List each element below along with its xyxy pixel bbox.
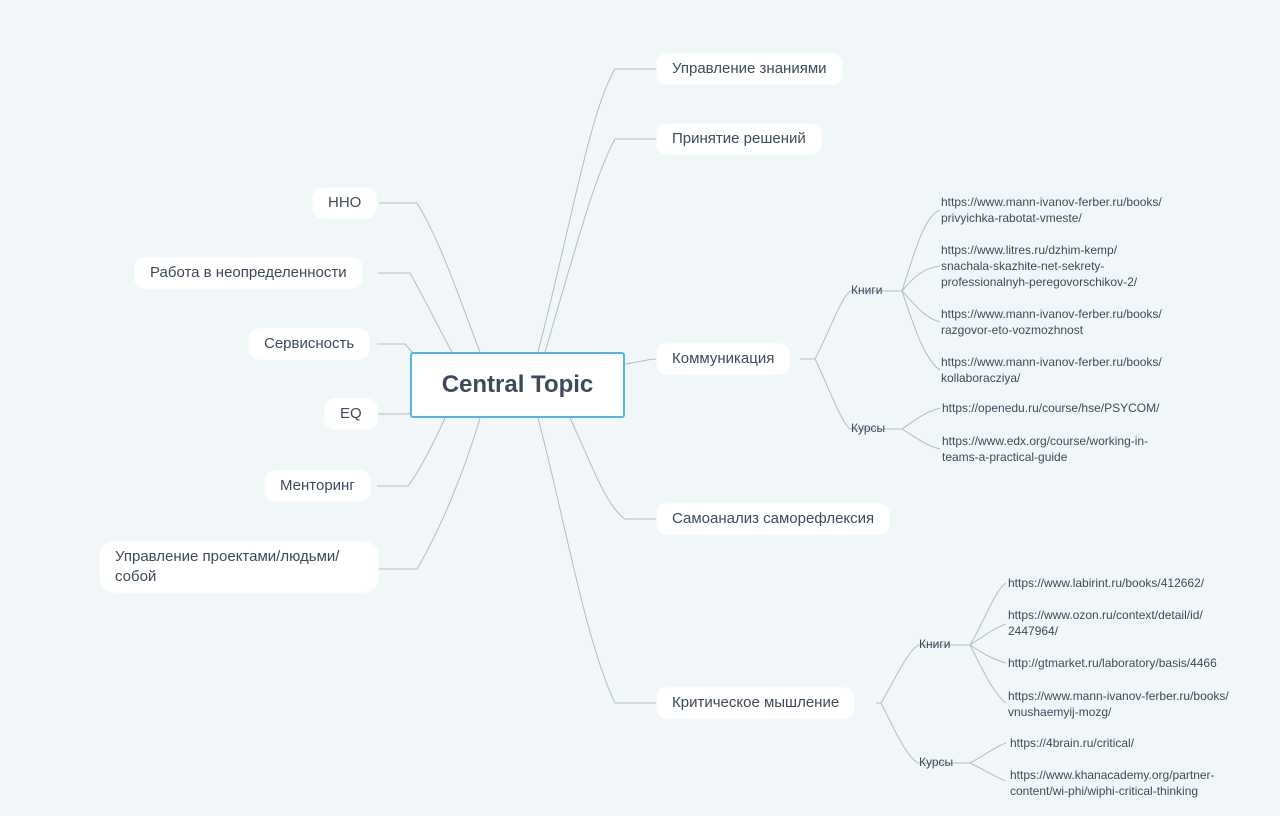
node-self-analysis[interactable]: Самоанализ саморефлексия (657, 504, 890, 534)
comm-course-link-1[interactable]: https://openedu.ru/course/hse/PSYCOM/ (942, 401, 1160, 415)
connector-nno (379, 202, 481, 353)
node-project-management[interactable]: Управление проектами/людьми/ собой (100, 542, 378, 592)
node-nno[interactable]: ННО (313, 188, 377, 218)
comm-courses-label: Курсы (851, 421, 886, 435)
crit-course-link-2[interactable]: https://www.khanacademy.org/partner- con… (1010, 768, 1215, 798)
node-mentoring[interactable]: Менторинг (265, 471, 370, 501)
comm-books-label: Книги (851, 283, 883, 297)
crit-books-label: Книги (919, 637, 951, 651)
crit-book-link-3[interactable]: http://gtmarket.ru/laboratory/basis/4466 (1008, 656, 1217, 670)
connector-comm-books (800, 290, 892, 360)
connector-communication (624, 358, 658, 365)
connector-decisions (544, 138, 657, 353)
crit-book-link-4[interactable]: https://www.mann-ivanov-ferber.ru/books/… (1008, 689, 1229, 719)
node-eq[interactable]: EQ (325, 399, 377, 429)
connector-comm-courses (814, 358, 892, 430)
connector-knowledge (537, 68, 657, 353)
connector-mentoring (377, 417, 446, 487)
comm-course-link-2[interactable]: https://www.edx.org/course/working-in- t… (942, 434, 1149, 464)
node-critical-thinking[interactable]: Критическое мышление (657, 688, 855, 718)
comm-book-link-1[interactable]: https://www.mann-ivanov-ferber.ru/books/… (941, 195, 1162, 225)
node-communication[interactable]: Коммуникация (657, 344, 790, 374)
connector-critical (537, 417, 657, 704)
central-topic[interactable]: Central Topic (410, 352, 625, 418)
crit-course-link-1[interactable]: https://4brain.ru/critical/ (1010, 736, 1135, 750)
comm-book-link-4[interactable]: https://www.mann-ivanov-ferber.ru/books/… (941, 355, 1162, 385)
node-service[interactable]: Сервисность (249, 329, 370, 359)
connector-uncertainty (378, 272, 456, 359)
connector-selfanalysis (569, 417, 657, 520)
crit-book-link-2[interactable]: https://www.ozon.ru/context/detail/id/ 2… (1008, 608, 1203, 638)
comm-book-link-2[interactable]: https://www.litres.ru/dzhim-kemp/ snacha… (941, 243, 1138, 289)
node-decision-making[interactable]: Принятие решений (657, 124, 821, 154)
crit-courses-label: Курсы (919, 755, 954, 769)
node-knowledge-management[interactable]: Управление знаниями (657, 54, 842, 84)
connector-crit-courses (880, 702, 958, 764)
crit-book-link-1[interactable]: https://www.labirint.ru/books/412662/ (1008, 576, 1205, 590)
connector-crit-books (876, 644, 958, 704)
node-uncertainty[interactable]: Работа в неопределенности (135, 258, 362, 288)
comm-book-link-3[interactable]: https://www.mann-ivanov-ferber.ru/books/… (941, 307, 1162, 337)
connector-projects (378, 417, 481, 570)
